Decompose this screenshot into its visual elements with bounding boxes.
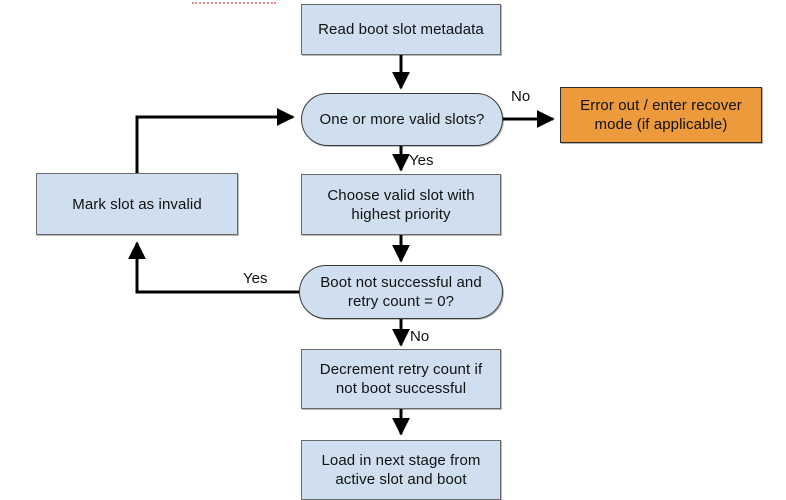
node-label: Mark slot as invalid <box>72 195 202 213</box>
node-label: Read boot slot metadata <box>318 21 484 38</box>
edge-label-no-valid-slots: No <box>511 88 531 105</box>
node-label: Load in next stage from active slot and … <box>321 452 481 488</box>
node-boot-not-successful-retry-count[interactable]: Boot not successful and retry count = 0? <box>299 265 503 319</box>
node-label: One or more valid slots? <box>319 111 485 128</box>
edge-label-yes-valid-slots: Yes <box>409 152 434 169</box>
edge-mark-to-valid <box>135 108 295 173</box>
node-load-next-stage[interactable]: Load in next stage from active slot and … <box>301 440 501 500</box>
dotted-selection-artifact <box>192 2 276 4</box>
node-label: Error out / enter recover mode (if appli… <box>580 97 742 133</box>
edge-label-yes-retry: Yes <box>243 270 268 287</box>
node-label: Boot not successful and retry count = 0? <box>320 274 482 310</box>
node-error-out-enter-recover-mode[interactable]: Error out / enter recover mode (if appli… <box>560 87 762 143</box>
node-label: Decrement retry count if not boot succes… <box>319 361 483 397</box>
node-decrement-retry-count[interactable]: Decrement retry count if not boot succes… <box>301 349 501 409</box>
edge-label-no-retry: No <box>410 328 430 345</box>
node-choose-valid-slot[interactable]: Choose valid slot with highest priority <box>301 174 501 235</box>
node-label: Choose valid slot with highest priority <box>327 186 475 223</box>
node-one-or-more-valid-slots[interactable]: One or more valid slots? <box>301 93 503 146</box>
node-mark-slot-as-invalid[interactable]: Mark slot as invalid <box>36 173 238 235</box>
node-read-boot-slot-metadata[interactable]: Read boot slot metadata <box>301 4 501 55</box>
edge-boot-to-mark <box>128 241 299 294</box>
